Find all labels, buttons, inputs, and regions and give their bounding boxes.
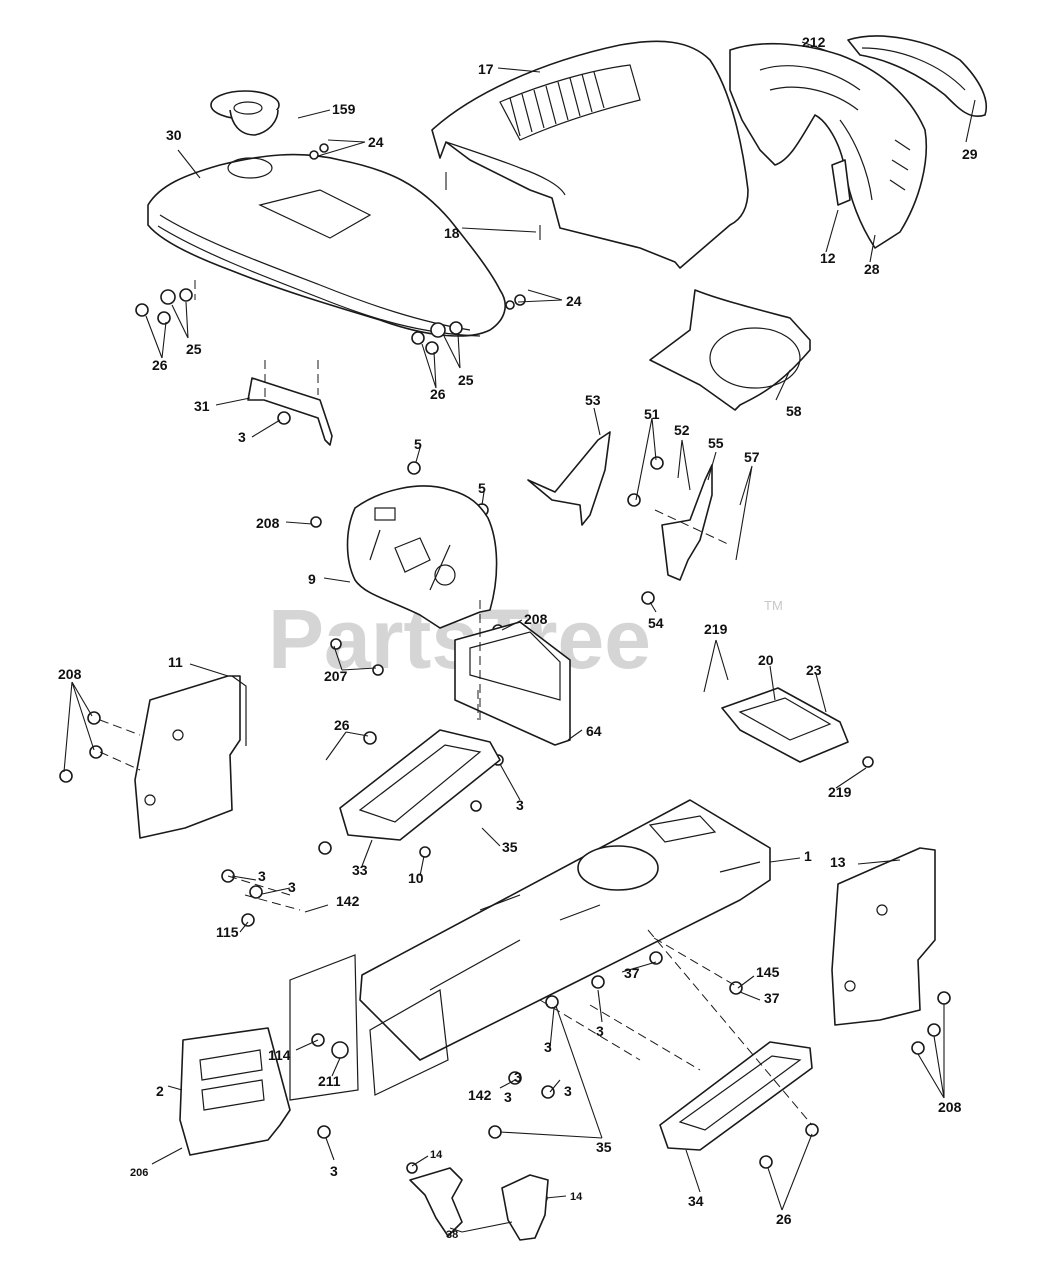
callout-28: 28	[864, 261, 880, 277]
cup-holder-part	[210, 90, 280, 136]
callout-3-frame-g: 3	[564, 1083, 572, 1099]
callout-3-frame-e: 3	[514, 1069, 522, 1085]
callout-2: 2	[156, 1083, 164, 1099]
callout-37: 37	[624, 965, 640, 981]
callout-33: 33	[352, 862, 368, 878]
callout-51: 51	[644, 406, 660, 422]
foot-rest-34-part	[659, 1041, 813, 1151]
callout-114: 114	[268, 1047, 291, 1063]
callout-26-mid: 26	[334, 717, 350, 733]
bracket-38-right-part	[501, 1174, 549, 1241]
bracket-20-part	[721, 687, 849, 763]
callout-142: 142	[336, 893, 360, 909]
callout-54: 54	[648, 615, 664, 631]
callout-24-right: 24	[566, 293, 582, 309]
callout-219: 219	[704, 621, 728, 637]
callout-3-frame-a: 3	[258, 868, 266, 884]
callout-208: 208	[256, 515, 280, 531]
main-frame-part	[289, 799, 771, 1101]
callout-159: 159	[332, 101, 356, 117]
callout-labels: 17 212 159 24 30 29 18 12 28 24 25 26 25…	[58, 34, 978, 1241]
callout-38: 38	[446, 1229, 458, 1241]
side-plate-11-part	[134, 675, 247, 839]
bracket-31-part	[247, 360, 333, 446]
callout-25-right: 25	[458, 372, 474, 388]
callout-57: 57	[744, 449, 760, 465]
callout-37-right: 37	[764, 990, 780, 1006]
dash-panel-part	[346, 485, 498, 629]
callout-18: 18	[444, 225, 460, 241]
callout-29: 29	[962, 146, 978, 162]
callout-26-right: 26	[430, 386, 446, 402]
callout-23: 23	[806, 662, 822, 678]
callout-31: 31	[194, 398, 210, 414]
callout-207: 207	[324, 668, 348, 684]
callout-14: 14	[430, 1149, 443, 1161]
bracket-55-part	[661, 464, 713, 581]
fender-part	[147, 153, 506, 337]
callout-208-left: 208	[58, 666, 82, 682]
bracket-53-part	[527, 431, 611, 526]
callout-64: 64	[586, 723, 602, 739]
callout-145: 145	[756, 964, 780, 980]
grille-cover-part	[847, 35, 987, 117]
leader-lines	[63, 41, 976, 1233]
callout-26: 26	[152, 357, 168, 373]
grille-housing-part	[729, 42, 928, 249]
callout-3-front: 3	[330, 1163, 338, 1179]
callout-3: 3	[238, 429, 246, 445]
callout-208-mid: 208	[524, 611, 548, 627]
hood-part	[431, 40, 749, 269]
callout-25: 25	[186, 341, 202, 357]
callout-115: 115	[216, 924, 239, 940]
callout-26-lower: 26	[776, 1211, 792, 1227]
callout-12: 12	[820, 250, 836, 266]
tray-33-part	[339, 729, 501, 841]
front-plate-2-part	[179, 1027, 291, 1156]
bracket-38-left-part	[409, 1167, 463, 1237]
callout-3-frame-d: 3	[544, 1039, 552, 1055]
baffle-part	[649, 289, 811, 411]
side-plate-13-part	[831, 847, 936, 1026]
callout-10: 10	[408, 870, 424, 886]
callout-58: 58	[786, 403, 802, 419]
callout-208-right: 208	[938, 1099, 962, 1115]
bracket-64-part	[454, 621, 571, 746]
callout-3-frame-b: 3	[288, 879, 296, 895]
callout-212: 212	[802, 34, 826, 50]
callout-219-right: 219	[828, 784, 852, 800]
callout-20: 20	[758, 652, 774, 668]
callout-34: 34	[688, 1193, 704, 1209]
assembly-lines	[99, 280, 813, 1126]
callout-13: 13	[830, 854, 846, 870]
callout-206: 206	[130, 1167, 148, 1179]
callout-1: 1	[804, 848, 812, 864]
callout-55: 55	[708, 435, 724, 451]
callout-35: 35	[502, 839, 518, 855]
callout-24: 24	[368, 134, 384, 150]
callout-30: 30	[166, 127, 182, 143]
callout-9: 9	[308, 571, 316, 587]
callout-35-lower: 35	[596, 1139, 612, 1155]
callout-17: 17	[478, 61, 494, 77]
watermark-trademark: TM	[764, 598, 783, 613]
callout-52: 52	[674, 422, 690, 438]
callout-5: 5	[414, 436, 422, 452]
callout-14-right: 14	[570, 1191, 583, 1203]
callout-142-lower: 142	[468, 1087, 492, 1103]
callout-5-right: 5	[478, 480, 486, 496]
callout-53: 53	[585, 392, 601, 408]
callout-11: 11	[168, 654, 183, 670]
callout-3-mid: 3	[516, 797, 524, 813]
callout-3-frame-f: 3	[504, 1089, 512, 1105]
callout-3-frame-c: 3	[596, 1023, 604, 1039]
bracket-12-part	[831, 159, 851, 206]
callout-211: 211	[318, 1073, 341, 1089]
